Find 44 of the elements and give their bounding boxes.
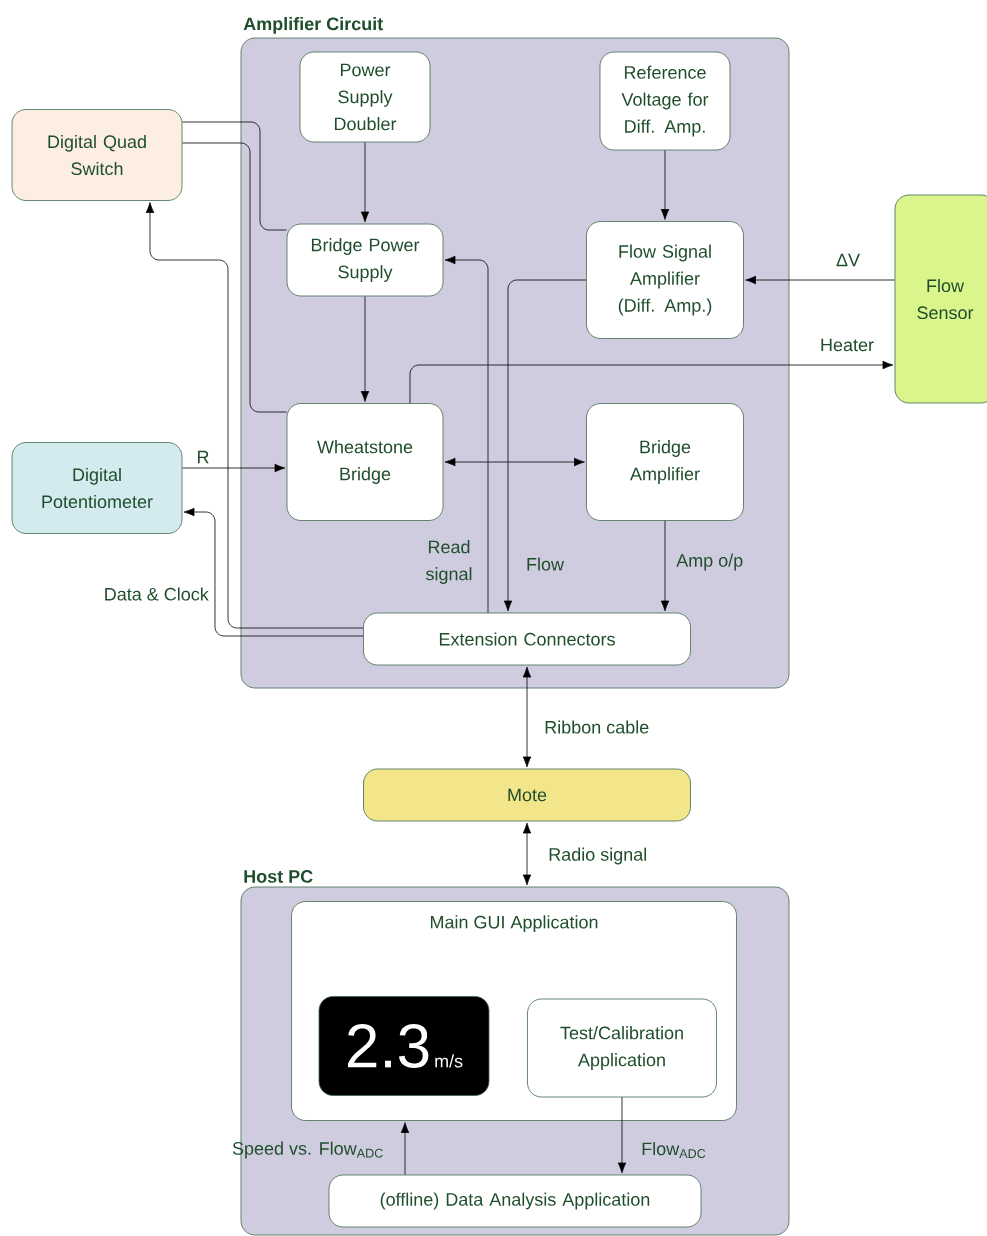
arrow bbox=[400, 1122, 410, 1175]
process-box: Power Supply Doubler bbox=[299, 51, 431, 143]
arrow bbox=[145, 202, 364, 629]
process-box: Extension Connectors bbox=[363, 612, 691, 666]
arrow bbox=[522, 666, 532, 768]
arrow bbox=[444, 457, 585, 467]
edge-label: Data & Clock bbox=[105, 587, 209, 601]
edge-label: Ribbon cable bbox=[545, 720, 649, 734]
arrow bbox=[182, 463, 286, 473]
edge-label: Heater bbox=[821, 338, 874, 352]
edge-label: Radio signal bbox=[549, 847, 646, 865]
arrow bbox=[503, 279, 587, 612]
edge-label: ΔV bbox=[836, 253, 860, 267]
process-box: Flow Sensor bbox=[894, 194, 987, 404]
group-heading: Host PC bbox=[244, 870, 313, 883]
connector-line bbox=[182, 142, 287, 413]
arrow bbox=[444, 255, 489, 613]
process-box: Digital Quad Switch bbox=[11, 109, 183, 201]
process-box: Bridge Power Supply bbox=[286, 223, 444, 297]
edge-label: Speed vs. Flow$_{ADC}$ bbox=[232, 1141, 383, 1159]
edge-label: Flow$_{ADC}$ bbox=[642, 1142, 706, 1158]
edge-label: Read signal bbox=[426, 540, 472, 584]
group-heading: Amplifier Circuit bbox=[243, 17, 383, 34]
arrow bbox=[745, 275, 895, 285]
arrow bbox=[617, 1097, 627, 1174]
process-box: Mote bbox=[363, 768, 691, 822]
arrow bbox=[360, 142, 370, 223]
edge-label: R bbox=[197, 450, 209, 464]
process-box: Test/Calibration Application bbox=[527, 998, 717, 1098]
process-box: Bridge Amplifier bbox=[586, 403, 744, 521]
process-box: Reference Voltage for Diff. Amp. bbox=[599, 51, 731, 151]
arrow bbox=[660, 150, 670, 220]
edge-label: Amp o/p bbox=[676, 553, 743, 571]
arrow bbox=[360, 296, 370, 402]
arrow bbox=[183, 507, 364, 637]
edge-label: Flow bbox=[527, 557, 565, 571]
connector-line bbox=[182, 121, 287, 231]
process-box: Flow Signal Amplifier (Diff. Amp.) bbox=[586, 221, 744, 339]
process-box: Wheatstone Bridge bbox=[286, 403, 444, 521]
arrow bbox=[409, 360, 894, 404]
process-box: Digital Potentiometer bbox=[11, 442, 183, 534]
arrow bbox=[660, 520, 670, 612]
arrow bbox=[522, 822, 532, 886]
process-box: (offline) Data Analysis Application bbox=[328, 1174, 702, 1228]
